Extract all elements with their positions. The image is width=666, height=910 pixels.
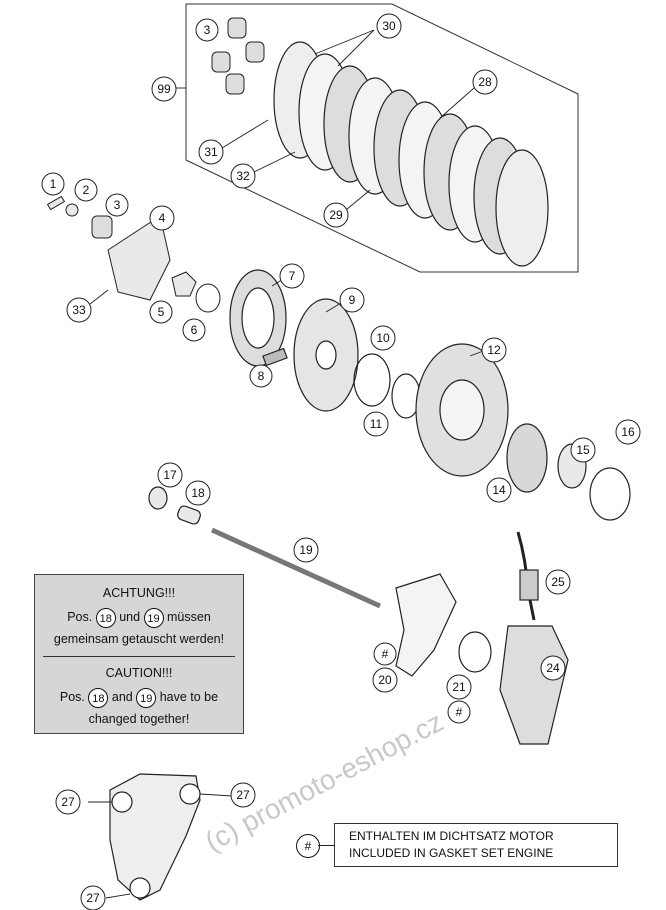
callout-label: 32 bbox=[236, 169, 250, 183]
callout-label: 31 bbox=[204, 145, 218, 159]
note-en-suffix: have to be bbox=[159, 690, 219, 704]
note-de-title: ACHTUNG!!! bbox=[102, 586, 176, 600]
ref-18-badge: 18 bbox=[95, 607, 116, 628]
callout-label: 25 bbox=[551, 575, 565, 589]
callout-label: 99 bbox=[157, 82, 171, 96]
spring-group bbox=[91, 17, 265, 239]
callout-label: 1 bbox=[50, 177, 57, 191]
callout-label: 3 bbox=[204, 23, 211, 37]
gasket-line-en: INCLUDED IN GASKET SET ENGINE bbox=[349, 846, 554, 860]
note-de-prefix: Pos. bbox=[67, 610, 93, 624]
note-de-line2: gemeinsam getauscht werden! bbox=[53, 632, 225, 646]
gasket-line-de: ENTHALTEN IM DICHTSATZ MOTOR bbox=[349, 829, 554, 843]
caution-note: ACHTUNG!!! Pos. 18 und 19 müssen gemeins… bbox=[34, 574, 244, 734]
ref-18-badge: 18 bbox=[88, 687, 109, 708]
callout-label: # bbox=[382, 647, 389, 661]
callout-label: 16 bbox=[621, 425, 635, 439]
callout-label: 6 bbox=[191, 323, 198, 337]
plate-kit-outline bbox=[185, 3, 579, 273]
callout-label: 11 bbox=[370, 417, 383, 431]
ref-19-badge: 19 bbox=[143, 607, 164, 628]
clutch-assembly bbox=[229, 269, 631, 521]
note-en-title: CAUTION!!! bbox=[105, 666, 173, 680]
note-divider bbox=[43, 656, 235, 657]
gasket-leader bbox=[318, 845, 334, 846]
callout-label: 3 bbox=[114, 198, 121, 212]
note-de-and: und bbox=[119, 610, 141, 624]
callout-label: 10 bbox=[376, 331, 390, 345]
callout-label: 30 bbox=[382, 19, 396, 33]
callout-label: 9 bbox=[349, 293, 356, 307]
callout-label: 28 bbox=[478, 75, 492, 89]
callout-circles bbox=[41, 13, 641, 910]
callout-label: 19 bbox=[299, 543, 313, 557]
clutch-plates bbox=[273, 41, 549, 267]
callout-label: 14 bbox=[492, 483, 506, 497]
gasket-symbol: # bbox=[296, 834, 320, 858]
callout-label: 7 bbox=[289, 269, 296, 283]
callout-label: 4 bbox=[159, 211, 166, 225]
callout-label: 27 bbox=[236, 788, 250, 802]
callout-label: 12 bbox=[487, 343, 501, 357]
callout-label: 5 bbox=[158, 305, 165, 319]
callout-label: 8 bbox=[258, 369, 265, 383]
note-de-suffix: müssen bbox=[167, 610, 211, 624]
callout-label: 2 bbox=[83, 183, 90, 197]
callout-label: 29 bbox=[329, 208, 343, 222]
callout-label: 17 bbox=[163, 468, 177, 482]
callout-label: 18 bbox=[191, 486, 205, 500]
callout-label: 27 bbox=[61, 795, 75, 809]
callout-label: 20 bbox=[378, 673, 392, 687]
ref-19-badge: 19 bbox=[136, 687, 157, 708]
leader-lines bbox=[88, 29, 487, 899]
note-de-line1: Pos. 18 und 19 müssen bbox=[35, 607, 243, 628]
callout-label: 24 bbox=[546, 661, 560, 675]
callout-labels: 99 3 30 28 31 32 29 1 2 3 4 33 5 6 7 8 9… bbox=[50, 19, 635, 905]
note-en-line2: changed together! bbox=[88, 712, 190, 726]
actuation-parts bbox=[148, 486, 569, 745]
gasket-symbol-text: # bbox=[304, 839, 312, 853]
callout-label: 33 bbox=[72, 303, 86, 317]
cover-detail bbox=[109, 773, 201, 901]
callout-label: 15 bbox=[576, 443, 590, 457]
callout-label: 27 bbox=[86, 891, 100, 905]
note-en-line1: Pos. 18 and 19 have to be bbox=[35, 687, 243, 708]
note-en-prefix: Pos. bbox=[59, 690, 85, 704]
gasket-set-note: ENTHALTEN IM DICHTSATZ MOTOR INCLUDED IN… bbox=[334, 823, 618, 867]
callout-label: 21 bbox=[452, 680, 466, 694]
note-en-and: and bbox=[111, 690, 133, 704]
callout-label: # bbox=[456, 705, 463, 719]
small-parts bbox=[46, 195, 221, 313]
